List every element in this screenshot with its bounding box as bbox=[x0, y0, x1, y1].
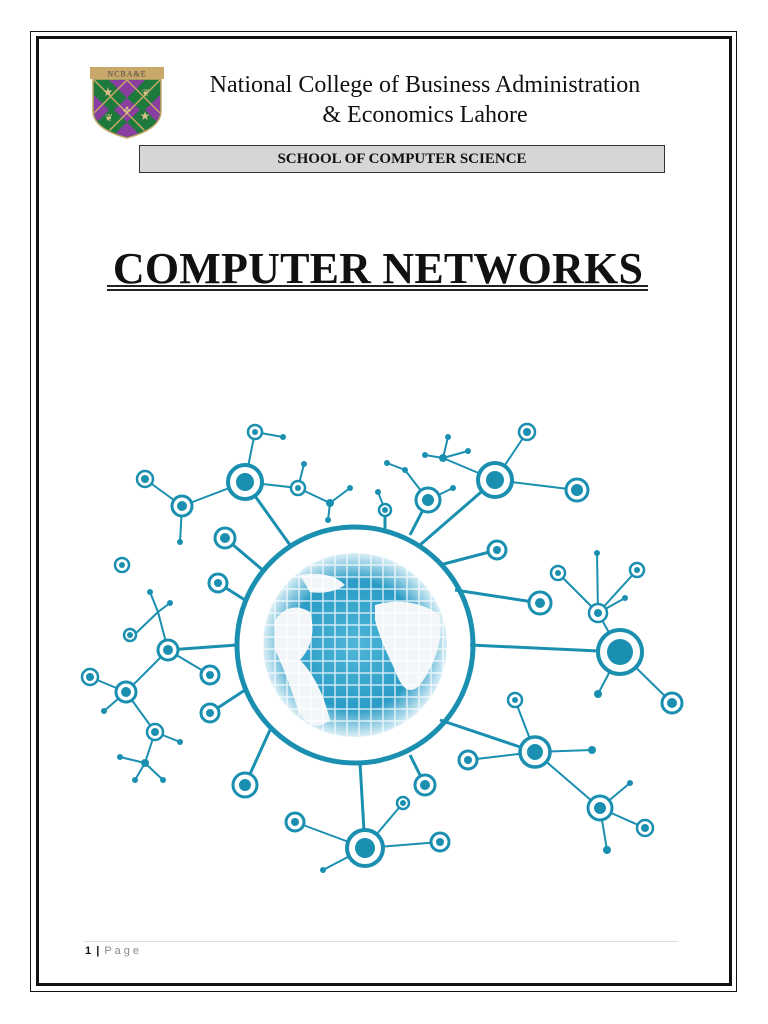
page-outer-border bbox=[30, 31, 737, 992]
svg-text:NCBA&E: NCBA&E bbox=[107, 70, 146, 79]
document-title: COMPUTER NETWORKS bbox=[112, 244, 644, 293]
page-separator: | bbox=[96, 945, 100, 957]
page-label: Page bbox=[104, 945, 143, 957]
college-name: National College of Business Administrat… bbox=[190, 70, 660, 130]
svg-text:❦: ❦ bbox=[142, 88, 150, 99]
footer-divider bbox=[84, 941, 678, 942]
svg-text:✤: ✤ bbox=[123, 106, 131, 117]
network-globe-illustration bbox=[80, 422, 684, 873]
college-name-line1: National College of Business Administrat… bbox=[209, 72, 641, 98]
college-name-line2: & Economics Lahore bbox=[322, 102, 528, 128]
title-underline-top bbox=[107, 285, 648, 287]
school-banner: SCHOOL OF COMPUTER SCIENCE bbox=[139, 145, 665, 173]
title-underline-bottom bbox=[107, 289, 648, 291]
college-crest-logo: NCBA&E ★ ★ ✤ ❦ ❦ bbox=[90, 67, 164, 139]
page-inner-border bbox=[36, 36, 732, 986]
svg-text:❦: ❦ bbox=[105, 113, 113, 124]
page-number: 1 bbox=[85, 945, 92, 957]
svg-text:★: ★ bbox=[103, 85, 114, 99]
page-footer: 1 | Page bbox=[85, 944, 142, 958]
svg-text:★: ★ bbox=[140, 109, 151, 123]
